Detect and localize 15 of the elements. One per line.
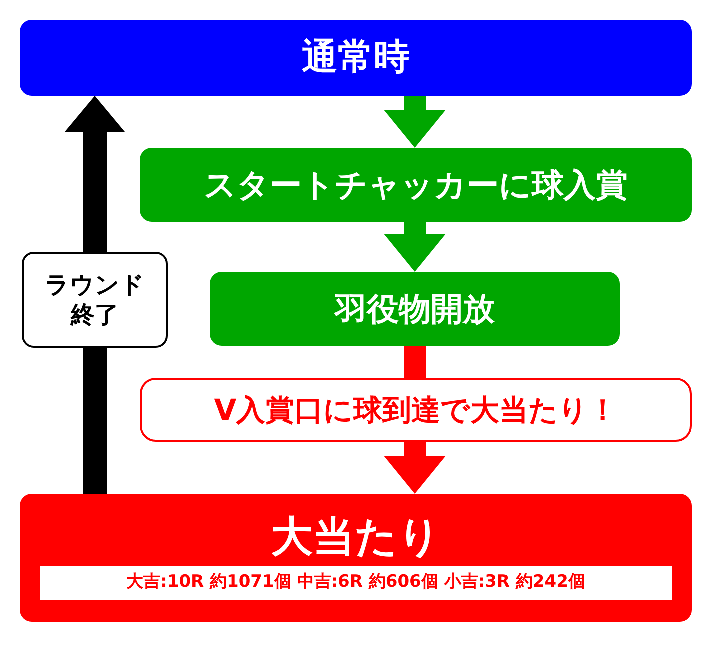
arrow	[384, 96, 446, 148]
process-box	[140, 148, 692, 222]
arrow	[384, 222, 446, 272]
arrow	[384, 442, 446, 494]
node-title: 羽役物開放	[335, 293, 495, 325]
node-title: 通常時	[302, 40, 410, 76]
process-box	[210, 272, 620, 346]
event-box	[140, 378, 692, 442]
node-title: V入賞口に球到達で大当たり！	[214, 396, 618, 424]
node-title: スタートチャッカーに球入賞	[204, 169, 628, 201]
edge-label: ラウンド終了	[22, 252, 168, 348]
state-box	[20, 20, 692, 96]
result-box	[20, 494, 692, 622]
node-title: 大当たり	[271, 516, 441, 558]
payout-text: 大吉:10R 約1071個 中吉:6R 約606個 小吉:3R 約242個	[40, 566, 672, 600]
